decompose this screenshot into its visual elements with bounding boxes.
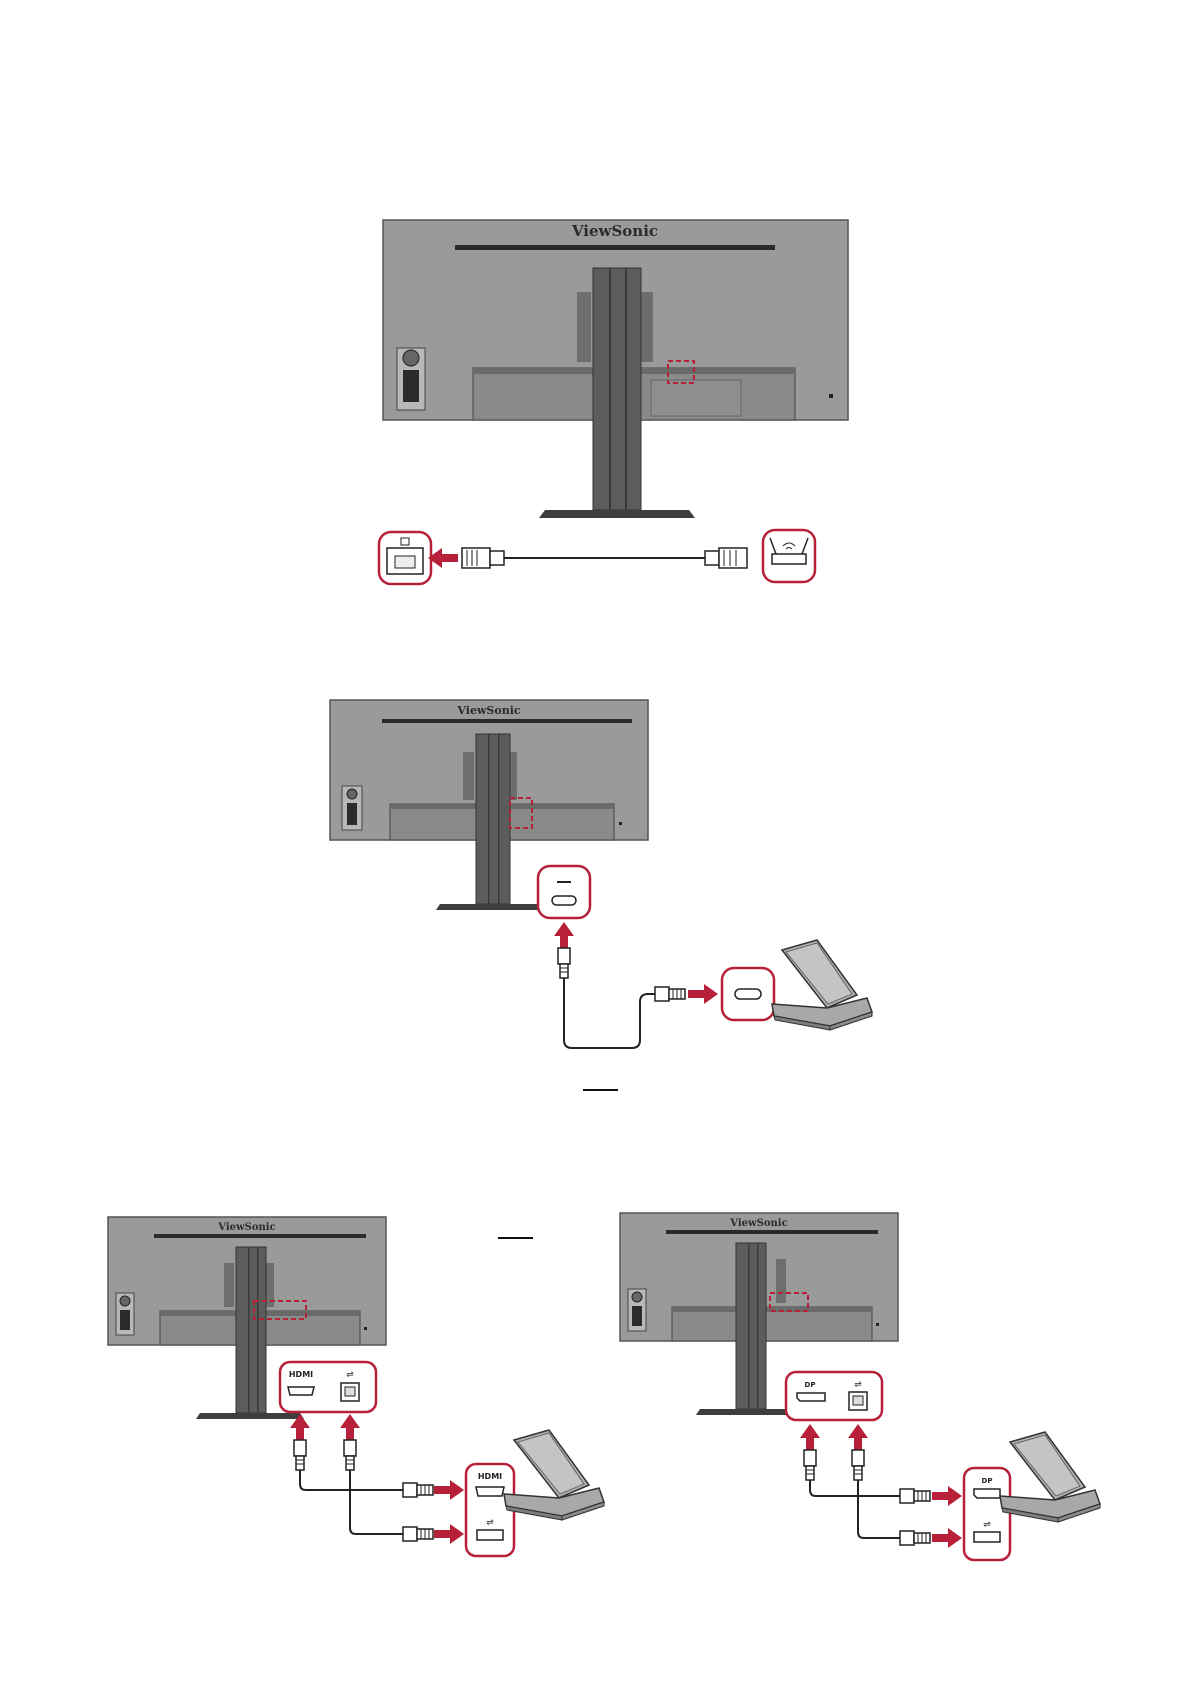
usb-c-cable bbox=[564, 978, 655, 1048]
svg-text:⇌: ⇌ bbox=[854, 1380, 862, 1390]
connect-arrow-icon bbox=[428, 548, 458, 568]
dp-label: DP bbox=[982, 1477, 993, 1485]
network-router-icon bbox=[763, 530, 815, 582]
hdmi-cable bbox=[300, 1470, 403, 1490]
usb-b-plug bbox=[344, 1440, 356, 1470]
connect-arrow-icon bbox=[932, 1528, 962, 1548]
svg-text:⇌: ⇌ bbox=[983, 1520, 991, 1530]
hdmi-plug bbox=[294, 1440, 306, 1470]
figure-usb-c: ViewSonic bbox=[330, 700, 872, 1090]
dp-plug bbox=[900, 1489, 930, 1503]
usb-a-plug bbox=[403, 1527, 433, 1541]
brand-logo: ViewSonic bbox=[571, 222, 658, 240]
brand-logo: ViewSonic bbox=[217, 1222, 275, 1233]
hdmi-port-icon bbox=[288, 1387, 314, 1395]
laptop-icon bbox=[1000, 1432, 1100, 1522]
connect-arrow-icon bbox=[434, 1524, 464, 1544]
hdmi-label: HDMI bbox=[478, 1472, 502, 1481]
hdmi-plug bbox=[403, 1483, 433, 1497]
figure-network: ViewSonic bbox=[379, 220, 848, 584]
hdmi-port-icon bbox=[476, 1487, 504, 1496]
usb-cable bbox=[858, 1480, 900, 1538]
brand-logo: ViewSonic bbox=[456, 704, 520, 717]
monitor-port-callout: HDMI ⇌ bbox=[280, 1362, 376, 1412]
usb-cable bbox=[350, 1470, 403, 1534]
figure-dp-usb: ViewSonic DP ⇌ DP ⇌ bbox=[620, 1213, 1100, 1560]
dp-cable bbox=[810, 1480, 900, 1496]
laptop-port-callout: DP ⇌ bbox=[964, 1468, 1010, 1560]
laptop-icon bbox=[504, 1430, 604, 1520]
usb-c-plug bbox=[655, 987, 685, 1001]
usb-c-port-icon bbox=[722, 968, 774, 1020]
displayport-icon bbox=[974, 1489, 1000, 1498]
connect-arrow-icon bbox=[434, 1480, 464, 1500]
brand-logo: ViewSonic bbox=[729, 1218, 787, 1229]
usb-c-port-icon bbox=[538, 866, 590, 918]
usb-c-plug bbox=[558, 948, 570, 978]
dp-plug bbox=[804, 1450, 816, 1480]
laptop-icon bbox=[772, 940, 872, 1030]
hdmi-label: HDMI bbox=[289, 1370, 313, 1379]
usb-b-plug bbox=[852, 1450, 864, 1480]
svg-text:⇌: ⇌ bbox=[346, 1370, 354, 1380]
dp-label: DP bbox=[805, 1381, 816, 1389]
svg-text:⇌: ⇌ bbox=[486, 1518, 494, 1528]
ethernet-cable bbox=[462, 548, 747, 568]
connect-arrow-icon bbox=[932, 1486, 962, 1506]
connect-arrow-icon bbox=[688, 984, 718, 1004]
monitor-port-callout: DP ⇌ bbox=[786, 1372, 882, 1420]
ethernet-port-icon bbox=[379, 532, 431, 584]
usb-a-plug bbox=[900, 1531, 930, 1545]
displayport-icon bbox=[797, 1393, 825, 1401]
figure-hdmi-usb: ViewSonic HDMI ⇌ HDMI ⇌ bbox=[108, 1217, 604, 1556]
